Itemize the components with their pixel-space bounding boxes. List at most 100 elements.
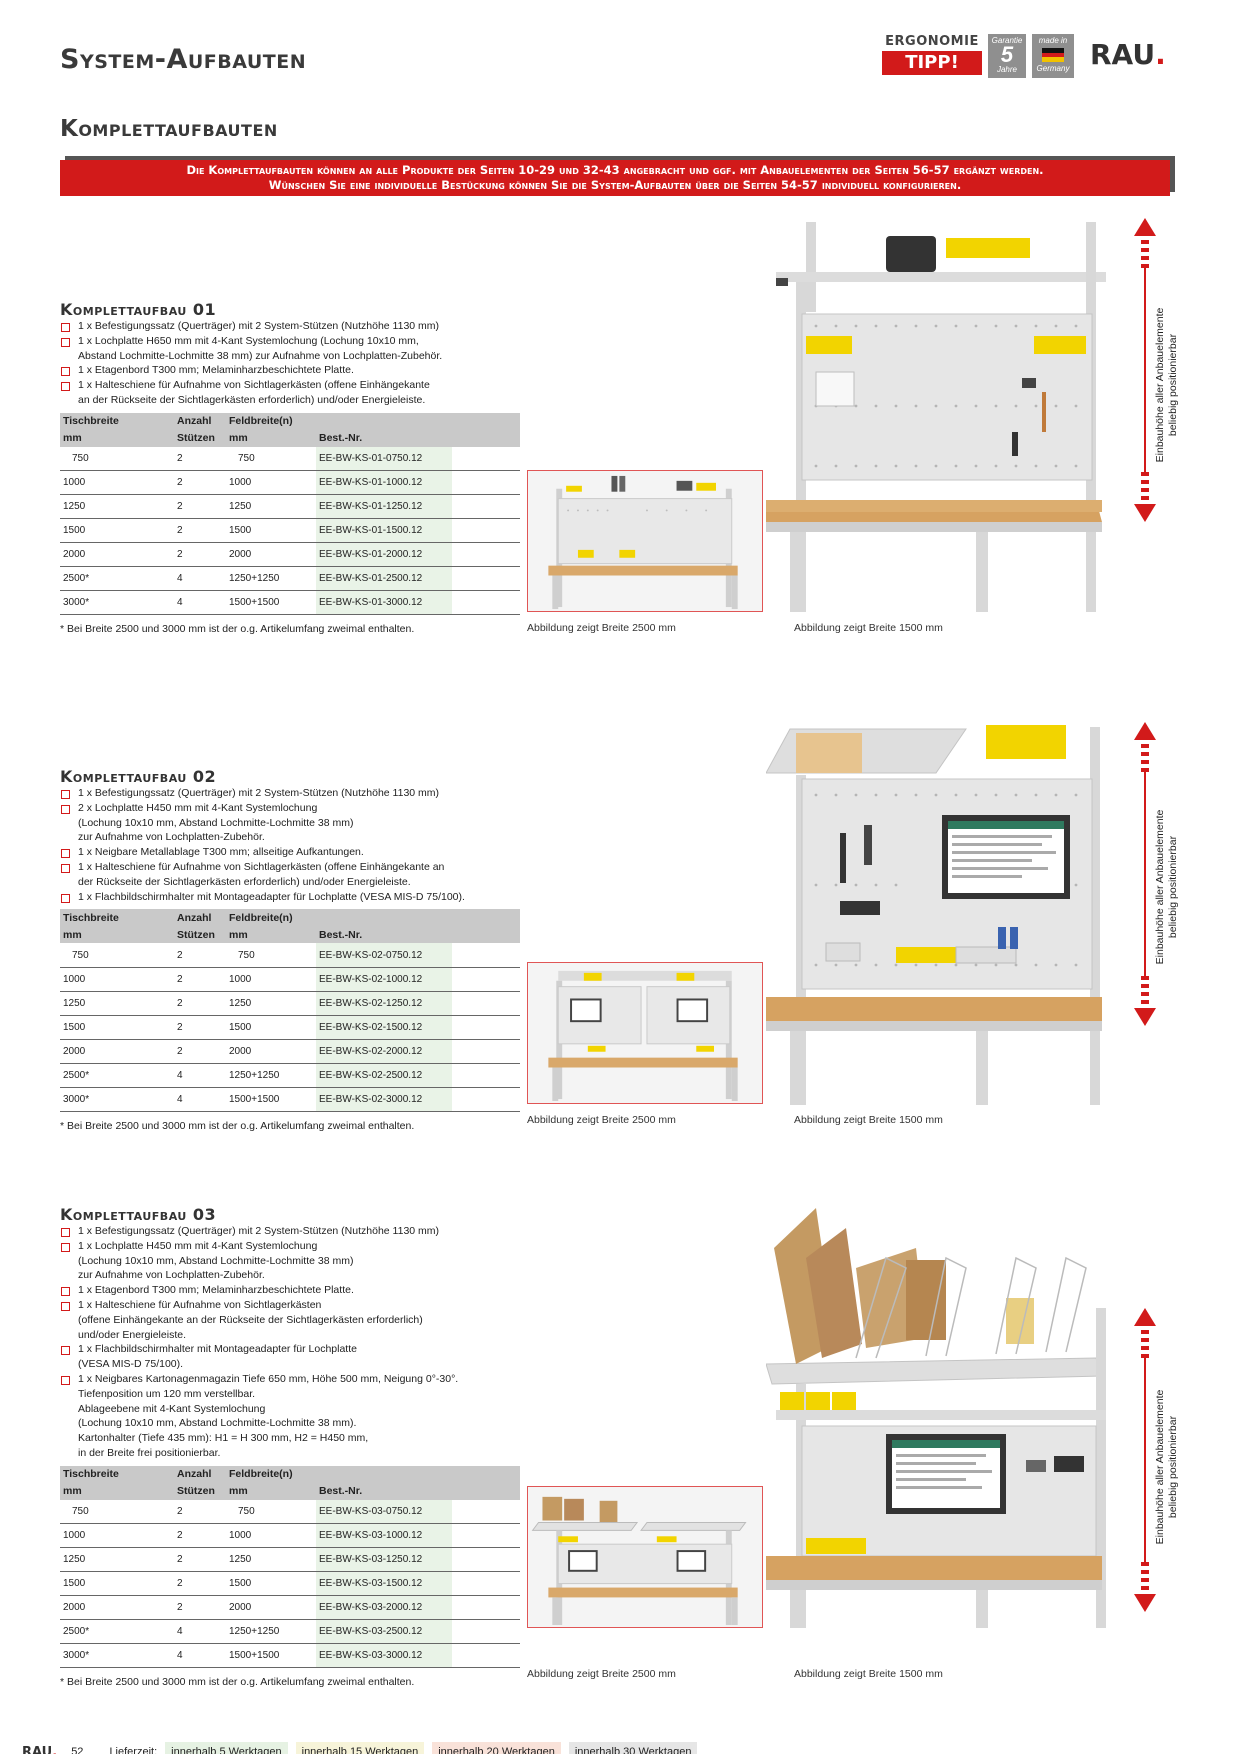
workbench-image-2500-03 (527, 1486, 763, 1628)
garantie-years: 5 (1000, 42, 1014, 67)
table-header-cell: Feldbreite(n) (226, 1465, 316, 1483)
table-filler-cell (452, 1087, 520, 1112)
bullet-text: 1 x Halteschiene für Aufnahme von Sichtl… (78, 379, 430, 392)
article-number-cell: EE-BW-KS-03-1000.12 (316, 1523, 452, 1549)
bullet-text: in der Breite frei positionierbar. (78, 1446, 221, 1459)
table-cell: 1250 (226, 1547, 316, 1573)
article-number-cell: EE-BW-KS-03-1250.12 (316, 1547, 452, 1573)
section-heading: Komplettaufbau 01 (60, 300, 217, 319)
table-cell: 3000* (60, 590, 174, 616)
bullet-item: 1 x Halteschiene für Aufnahme von Sichtl… (60, 860, 540, 890)
article-number-cell: EE-BW-KS-02-2500.12 (316, 1063, 452, 1088)
table-cell: 1250 (226, 991, 316, 1016)
table-cell: 1000 (60, 967, 174, 992)
table-cell: 1250+1250 (226, 1063, 316, 1088)
table-cell: 1250+1250 (226, 566, 316, 592)
bullet-list: 1 x Befestigungssatz (Querträger) mit 2 … (60, 319, 540, 408)
table-header-filler (452, 412, 520, 430)
bullet-list: 1 x Befestigungssatz (Querträger) mit 2 … (60, 786, 540, 904)
table-cell: 2 (174, 1499, 226, 1525)
height-arrow-01 (1134, 218, 1156, 522)
article-number-cell: EE-BW-KS-01-0750.12 (316, 446, 452, 472)
table-cell: 4 (174, 566, 226, 592)
table-header-cell: mm (226, 1482, 316, 1500)
bullet-text: zur Aufnahme von Lochplatten-Zubehör. (78, 831, 265, 844)
table-cell: 4 (174, 1643, 226, 1669)
table-cell: 1500+1500 (226, 1087, 316, 1112)
table-cell: 2 (174, 1523, 226, 1549)
bullet-text: 1 x Flachbildschirmhalter mit Montageada… (78, 1343, 357, 1356)
table-cell: 2 (174, 943, 226, 968)
table-cell: 2000 (226, 1595, 316, 1621)
image-caption-small: Abbildung zeigt Breite 2500 mm (527, 1668, 676, 1680)
article-number-cell: EE-BW-KS-01-1500.12 (316, 518, 452, 544)
table-cell: 1000 (226, 1523, 316, 1549)
table-cell: 2500* (60, 1063, 174, 1088)
table-cell: 1250+1250 (226, 1619, 316, 1645)
table-filler-cell (452, 1619, 520, 1645)
table-cell: 1250 (226, 494, 316, 520)
bullet-item: 1 x Neigbares Kartonagenmagazin Tiefe 65… (60, 1372, 540, 1461)
article-number-cell: EE-BW-KS-01-3000.12 (316, 590, 452, 616)
ergonomie-tipp-badge: ERGONOMIE TIPP! (882, 34, 982, 78)
table-cell: 2 (174, 1595, 226, 1621)
table-cell: 4 (174, 1087, 226, 1112)
bullet-text: (Lochung 10x10 mm, Abstand Lochmitte-Loc… (78, 816, 354, 829)
table-cell: 2000 (226, 542, 316, 568)
table-filler-cell (452, 470, 520, 496)
bullet-item: 1 x Etagenbord T300 mm; Melaminharzbesch… (60, 363, 540, 378)
table-filler-cell (452, 518, 520, 544)
table-header-filler (452, 926, 520, 944)
delivery-time-badge: innerhalb 20 Werktagen (432, 1742, 561, 1754)
garantie-label: Garantie (991, 36, 1023, 45)
table-cell: 1000 (60, 470, 174, 496)
footnote: * Bei Breite 2500 und 3000 mm ist der o.… (60, 1676, 415, 1689)
delivery-label: Lieferzeit: (109, 1746, 158, 1754)
table-cell: 3000* (60, 1087, 174, 1112)
table-header-filler (452, 1465, 520, 1483)
bullet-text: 1 x Befestigungssatz (Querträger) mit 2 … (78, 1225, 440, 1237)
table-cell: 1500 (226, 1571, 316, 1597)
bullet-text: (Lochung 10x10 mm, Abstand Lochmitte-Loc… (78, 1254, 354, 1267)
article-number-cell: EE-BW-KS-03-1500.12 (316, 1571, 452, 1597)
workbench-image-1500-03 (766, 1208, 1126, 1628)
table-header-cell (316, 412, 452, 430)
table-cell: 1000 (226, 470, 316, 496)
bullet-item: 1 x Neigbare Metallablage T300 mm; allse… (60, 845, 540, 860)
table-filler-cell (452, 991, 520, 1016)
table-filler-cell (452, 1523, 520, 1549)
table-header-cell: Tischbreite (60, 1465, 174, 1483)
footer-brand-logo: RAU. (22, 1744, 58, 1754)
table-filler-cell (452, 590, 520, 616)
table-header-cell: mm (60, 429, 174, 447)
bullet-text: Tiefenposition um 120 mm verstellbar. (78, 1387, 256, 1400)
height-arrow-02 (1134, 722, 1156, 1026)
table-cell: 2 (174, 494, 226, 520)
banner-line-1: Die Komplettaufbauten können an alle Pro… (186, 163, 1044, 177)
table-cell: 2 (174, 1015, 226, 1040)
table-filler-cell (452, 1571, 520, 1597)
table-header-cell: Feldbreite(n) (226, 909, 316, 927)
bullet-item: 1 x Flachbildschirmhalter mit Montageada… (60, 890, 540, 905)
article-number-cell: EE-BW-KS-02-1250.12 (316, 991, 452, 1016)
article-number-cell: EE-BW-KS-01-1250.12 (316, 494, 452, 520)
table-cell: 750 (60, 943, 174, 968)
table-cell: 750 (60, 1499, 174, 1525)
bullet-text: 1 x Flachbildschirmhalter mit Montageada… (78, 890, 465, 903)
german-flag-icon (1042, 48, 1064, 62)
bullet-text: Ablageebene mit 4-Kant Systemlochung (78, 1402, 266, 1415)
